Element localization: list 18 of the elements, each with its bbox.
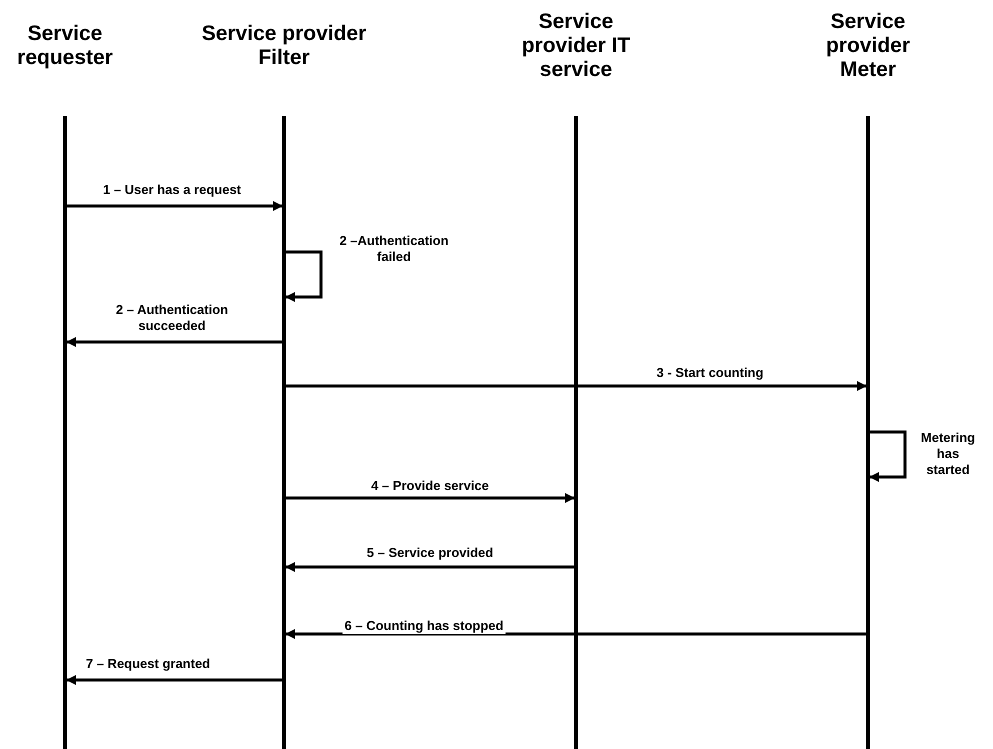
message-arrow [66,675,282,685]
lifeline-heading: Service provider Meter [824,10,912,82]
message-arrow [285,562,574,572]
message-arrow [286,493,575,503]
edge-label: 1 – User has a request [100,182,244,198]
message-arrow [66,337,282,347]
lifeline-heading: Service provider Filter [200,22,368,70]
message-arrow [285,629,866,639]
edge-label: 6 – Counting has stopped [342,618,506,634]
message-arrow [286,381,867,391]
lifeline-heading: Service requester [16,22,114,70]
edge-label: 5 – Service provided [364,545,496,561]
message-arrow [67,201,283,211]
edge-label: 7 – Request granted [84,656,212,672]
lifeline-heading: Service provider IT service [520,10,632,82]
message-arrow [869,430,906,482]
message-arrow [285,250,322,302]
edge-label: 3 - Start counting [654,365,766,381]
